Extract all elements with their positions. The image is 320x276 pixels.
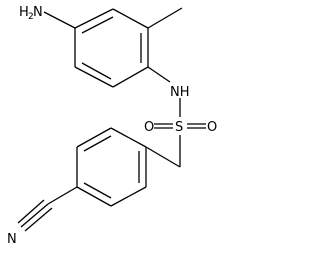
bond-ring2-inner-2: [83, 182, 112, 199]
atom-label-amine: H 2 N: [19, 5, 43, 22]
bond-cn-triple-1: [20, 203, 49, 228]
bond-ring1-e: [74, 66, 114, 88]
bond-ring1-d: [112, 66, 149, 88]
bond-ring2-a: [110, 127, 147, 148]
bond-ring1-b: [112, 8, 149, 29]
bond-methyl: [147, 7, 183, 29]
nitrile-bond: [17, 186, 78, 232]
atom-label-oxygen-left: O: [144, 120, 154, 135]
bond-ring-cn: [47, 186, 78, 205]
atom-label-nitrile-n: N: [7, 232, 17, 247]
bond-ring2-inner-1: [83, 135, 112, 152]
bond-ch2-ring: [145, 146, 181, 168]
bond-ring2-d: [76, 186, 112, 207]
molecule-diagram: H 2 N NH S O O N: [7, 5, 217, 247]
bond-ring2-b: [76, 127, 112, 148]
top-aromatic-ring: [74, 8, 149, 88]
bond-cn-triple-3: [24, 207, 53, 232]
structure-canvas: H 2 N NH S O O N: [7, 5, 218, 247]
bond-ring-nh: [147, 66, 171, 83]
amine-h-label: H: [19, 5, 29, 20]
amine-n-label: N: [33, 5, 43, 20]
bond-amine: [43, 11, 76, 29]
sulfonyl-bonds: [154, 123, 206, 129]
bottom-aromatic-ring: [76, 127, 147, 207]
bond-ring1-inner-1: [81, 16, 114, 34]
atom-label-oxygen-right: O: [207, 120, 217, 135]
atom-label-nh: NH: [170, 85, 190, 100]
bond-ring1-inner-3: [81, 62, 112, 80]
amine-subscript: 2: [28, 12, 34, 22]
bond-ring2-e: [110, 186, 147, 207]
bond-cn-triple-2: [17, 199, 45, 224]
bond-ring1-a: [74, 8, 114, 29]
atom-label-sulfur: S: [175, 120, 183, 135]
